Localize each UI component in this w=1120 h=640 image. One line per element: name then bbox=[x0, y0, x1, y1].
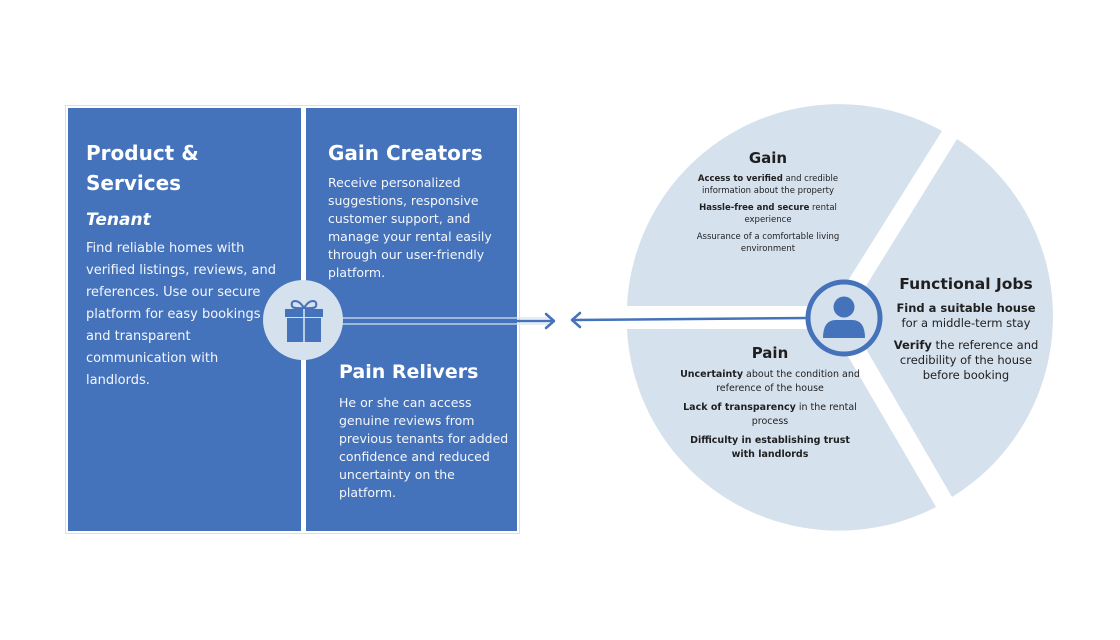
pain-item-text: in the rental process bbox=[751, 402, 857, 427]
functional-job-bold: Find a suitable house bbox=[896, 301, 1036, 315]
pain-relievers-title: Pain Relivers bbox=[339, 361, 479, 383]
products-services-panel: Product & Services Tenant Find reliable … bbox=[68, 108, 301, 531]
products-services-title: Product & Services bbox=[86, 141, 199, 195]
arrow-right-icon bbox=[544, 312, 556, 330]
pain-item: Lack of transparency in the rental proce… bbox=[680, 401, 860, 429]
gain-item: Access to verified and credible informat… bbox=[683, 173, 853, 197]
pain-section: Pain Uncertainty about the condition and… bbox=[680, 343, 860, 462]
pain-relievers-section: Pain Relivers He or she can access genui… bbox=[339, 358, 509, 502]
functional-job-item: Verify the reference and credibility of … bbox=[878, 338, 1054, 383]
functional-jobs-title: Functional Jobs bbox=[899, 275, 1033, 293]
functional-job-bold: Verify bbox=[893, 338, 932, 352]
gain-wedge bbox=[627, 104, 942, 306]
pain-item-text: about the condition and reference of the… bbox=[716, 369, 860, 394]
gain-item-bold: Hassle-free and secure bbox=[699, 203, 810, 213]
functional-job-text: for a middle-term stay bbox=[901, 316, 1031, 330]
products-services-subtitle: Tenant bbox=[86, 210, 151, 230]
gift-icon bbox=[285, 300, 323, 342]
functional-job-text: the reference and credibility of the hou… bbox=[899, 338, 1039, 382]
functional-jobs-section: Functional Jobs Find a suitable house fo… bbox=[878, 274, 1054, 383]
functional-jobs-wedge bbox=[853, 139, 1053, 497]
person-icon bbox=[823, 296, 865, 338]
arrow-left-icon bbox=[570, 311, 582, 329]
gain-item-text: rental experience bbox=[744, 203, 837, 225]
person-connector-line bbox=[573, 316, 809, 322]
gain-creators-body: Receive personalized suggestions, respon… bbox=[328, 175, 492, 280]
pain-wedge bbox=[627, 329, 936, 531]
gain-item: Hassle-free and secure rental experience bbox=[683, 202, 853, 226]
pain-relievers-body: He or she can access genuine reviews fro… bbox=[339, 395, 509, 500]
gain-title: Gain bbox=[748, 149, 788, 167]
gain-item: Assurance of a comfortable living enviro… bbox=[683, 231, 853, 255]
pain-item-bold: Uncertainty bbox=[680, 369, 744, 380]
functional-job-item: Find a suitable house for a middle-term … bbox=[878, 301, 1054, 331]
pain-item: Difficulty in establishing trust with la… bbox=[680, 434, 860, 462]
pain-item-bold: Lack of transparency bbox=[683, 402, 796, 413]
pain-item-bold: Difficulty in establishing trust with la… bbox=[690, 435, 850, 460]
pain-item: Uncertainty about the condition and refe… bbox=[680, 368, 860, 396]
products-services-body: Find reliable homes with verified listin… bbox=[86, 241, 276, 388]
gain-item-text: Assurance of a comfortable living enviro… bbox=[696, 232, 840, 254]
pain-title: Pain bbox=[751, 344, 789, 362]
gain-section: Gain Access to verified and credible inf… bbox=[683, 148, 853, 255]
gain-item-text: and credible information about the prope… bbox=[701, 174, 839, 196]
gain-item-bold: Access to verified bbox=[697, 174, 783, 184]
gain-creators-title: Gain Creators bbox=[328, 141, 483, 165]
